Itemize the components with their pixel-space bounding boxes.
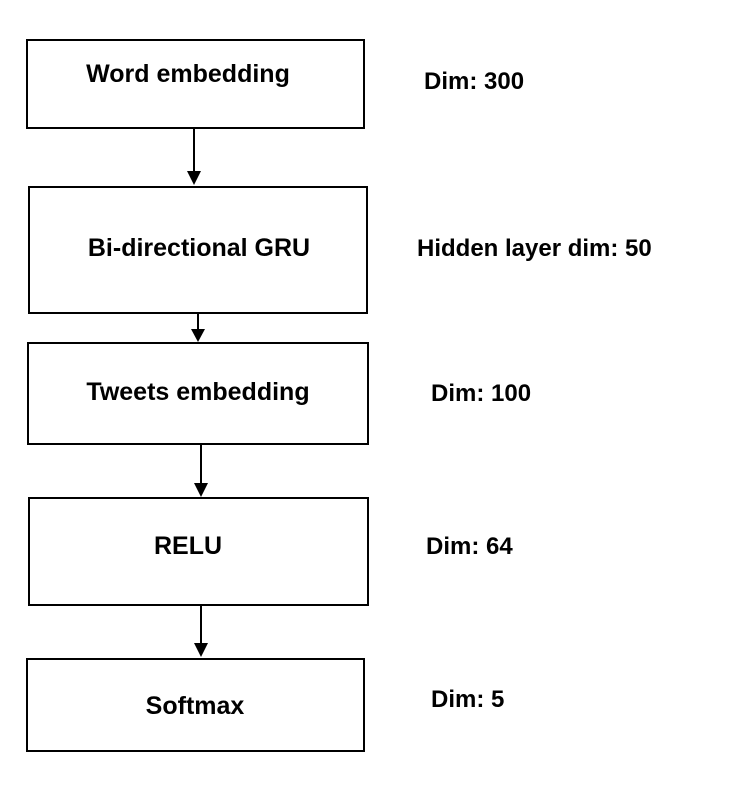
layer-box-relu [28,497,369,606]
arrow-relu-to-softmax [194,606,208,657]
layer-label-bi-directional-gru: Bi-directional GRU [88,234,310,262]
arrow-gru-to-tweets [191,314,205,342]
layer-label-softmax: Softmax [146,692,245,720]
layer-softmax: Softmax [26,658,365,752]
layer-label-word-embedding: Word embedding [86,60,290,88]
layer-box-softmax [26,658,365,752]
arrow-word-to-gru [187,129,201,185]
layer-word-embedding: Word embedding [26,39,365,129]
layer-box-bi-directional-gru [28,186,368,314]
arrow-tweets-to-relu [194,445,208,497]
layer-tweets-embedding: Tweets embedding [27,342,369,445]
layer-relu: RELU [28,497,369,606]
dim-label-tweets-embedding: Dim: 100 [431,380,531,407]
layer-box-word-embedding [26,39,365,129]
dim-label-bi-directional-gru: Hidden layer dim: 50 [417,235,652,262]
layer-label-relu: RELU [154,532,222,560]
dim-label-relu: Dim: 64 [426,533,513,560]
layer-label-tweets-embedding: Tweets embedding [86,378,309,406]
layer-box-tweets-embedding [27,342,369,445]
dim-label-word-embedding: Dim: 300 [424,68,524,95]
dim-label-softmax: Dim: 5 [431,686,504,713]
layer-bi-directional-gru: Bi-directional GRU [28,186,368,314]
